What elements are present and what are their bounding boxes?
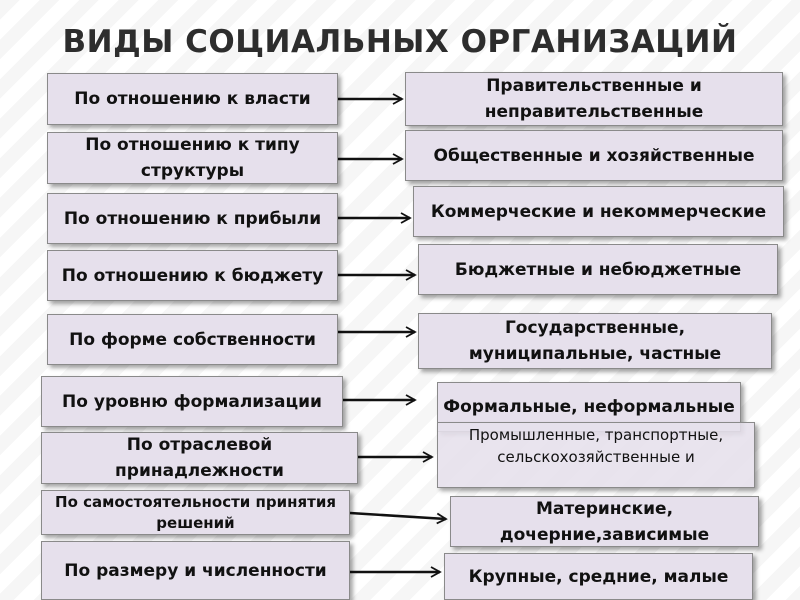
criterion-box-power: По отношению к власти — [47, 73, 338, 125]
criterion-label: По отношению к типу структуры — [85, 135, 300, 181]
criterion-label: По уровню формализации — [62, 391, 322, 412]
criterion-label: По отношению к прибыли — [63, 208, 322, 229]
type-box-ownership: Государственные, муниципальные, частные — [418, 313, 772, 369]
type-label: Правительственные и неправительственные — [484, 76, 704, 122]
criterion-box-size: По размеру и численности — [41, 541, 350, 600]
type-label: Общественные и хозяйственные — [433, 145, 755, 166]
criterion-box-budget: По отношению к бюджету — [47, 250, 338, 301]
criterion-label: По отношению к власти — [74, 89, 311, 109]
criterion-label: По самостоятельности принятия решений — [55, 492, 336, 532]
type-label: Материнские, дочерние,зависимые — [499, 498, 710, 545]
type-box-budget: Бюджетные и небюджетные — [418, 244, 778, 295]
type-box-independence: Материнские, дочерние,зависимые — [450, 496, 759, 547]
type-box-size: Крупные, средние, малые — [444, 553, 753, 600]
criterion-box-independence: По самостоятельности принятия решений — [41, 490, 350, 535]
type-label: Бюджетные и небюджетные — [454, 259, 742, 280]
criterion-box-profit: По отношению к прибыли — [47, 193, 338, 244]
criterion-label: По отношению к бюджету — [61, 265, 324, 286]
criterion-label: По форме собственности — [69, 329, 316, 350]
type-label: Государственные, муниципальные, частные — [468, 318, 722, 364]
criterion-box-structure: По отношению к типу структуры — [47, 132, 338, 184]
type-label: Формальные, неформальные — [443, 397, 735, 417]
type-box-power: Правительственные и неправительственные — [405, 72, 783, 126]
criterion-box-industry: По отраслевой принадлежности — [41, 432, 358, 484]
type-box-industry: Промышленные, транспортные, сельскохозяй… — [437, 422, 755, 488]
criterion-box-formalization: По уровню формализации — [41, 376, 343, 427]
type-label: Коммерческие и некоммерческие — [430, 201, 767, 222]
criterion-label: По отраслевой принадлежности — [115, 435, 284, 481]
page-title: ВИДЫ СОЦИАЛЬНЫХ ОРГАНИЗАЦИЙ — [62, 24, 738, 60]
type-label: Промышленные, транспортные, сельскохозяй… — [468, 426, 724, 466]
type-label: Крупные, средние, малые — [468, 566, 729, 587]
criterion-label: По размеру и численности — [64, 560, 327, 581]
arrow-8 — [349, 511, 448, 525]
type-box-profit: Коммерческие и некоммерческие — [413, 186, 784, 237]
criterion-box-ownership: По форме собственности — [47, 314, 338, 365]
type-box-structure: Общественные и хозяйственные — [405, 130, 783, 181]
